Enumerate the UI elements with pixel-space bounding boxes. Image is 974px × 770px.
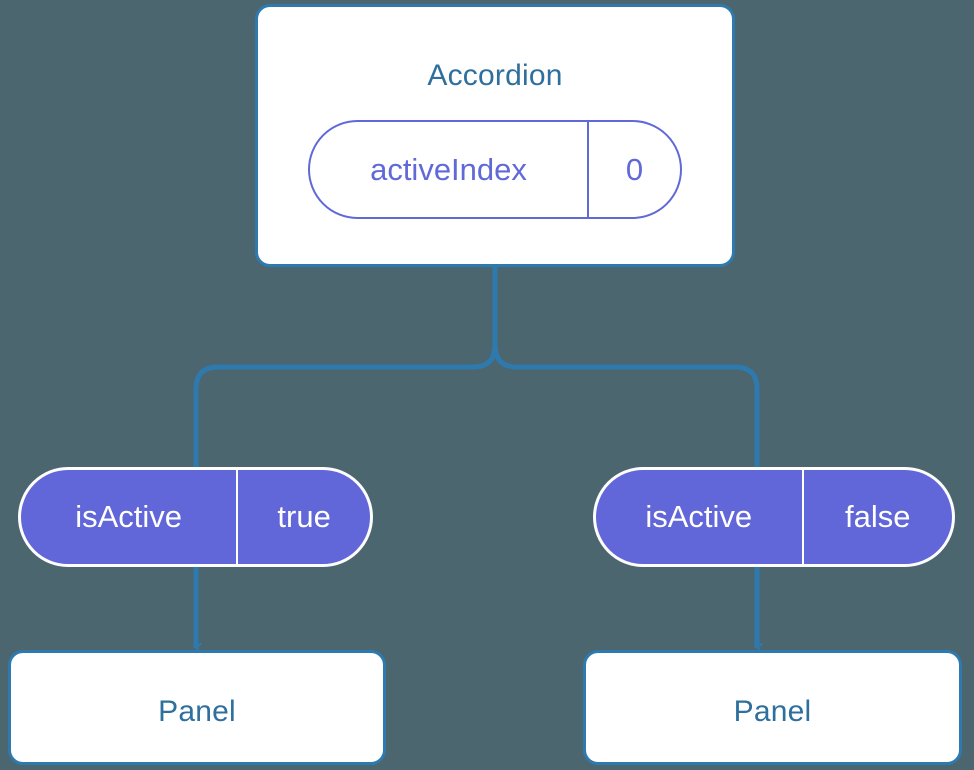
- right-panel-props-key: isActive: [645, 499, 753, 534]
- accordion-title: Accordion: [427, 59, 563, 92]
- left-panel-props-key: isActive: [75, 499, 183, 534]
- connector-branch-right: [492, 263, 760, 470]
- connector-branch-left: [193, 263, 498, 470]
- left-panel-title: Panel: [158, 695, 236, 728]
- left-panel-props-pill[interactable]: isActive true: [18, 467, 373, 567]
- right-panel-title: Panel: [733, 695, 812, 728]
- accordion-state-key: activeIndex: [370, 151, 527, 187]
- accordion-state-pill[interactable]: activeIndex 0: [308, 120, 682, 219]
- left-panel-props-value: true: [236, 470, 370, 564]
- right-panel-props-pill[interactable]: isActive false: [593, 467, 955, 567]
- right-panel-card[interactable]: Panel: [583, 650, 962, 765]
- right-panel-props-value: false: [801, 470, 952, 564]
- left-panel-card[interactable]: Panel: [8, 650, 386, 765]
- accordion-state-value: 0: [586, 122, 680, 217]
